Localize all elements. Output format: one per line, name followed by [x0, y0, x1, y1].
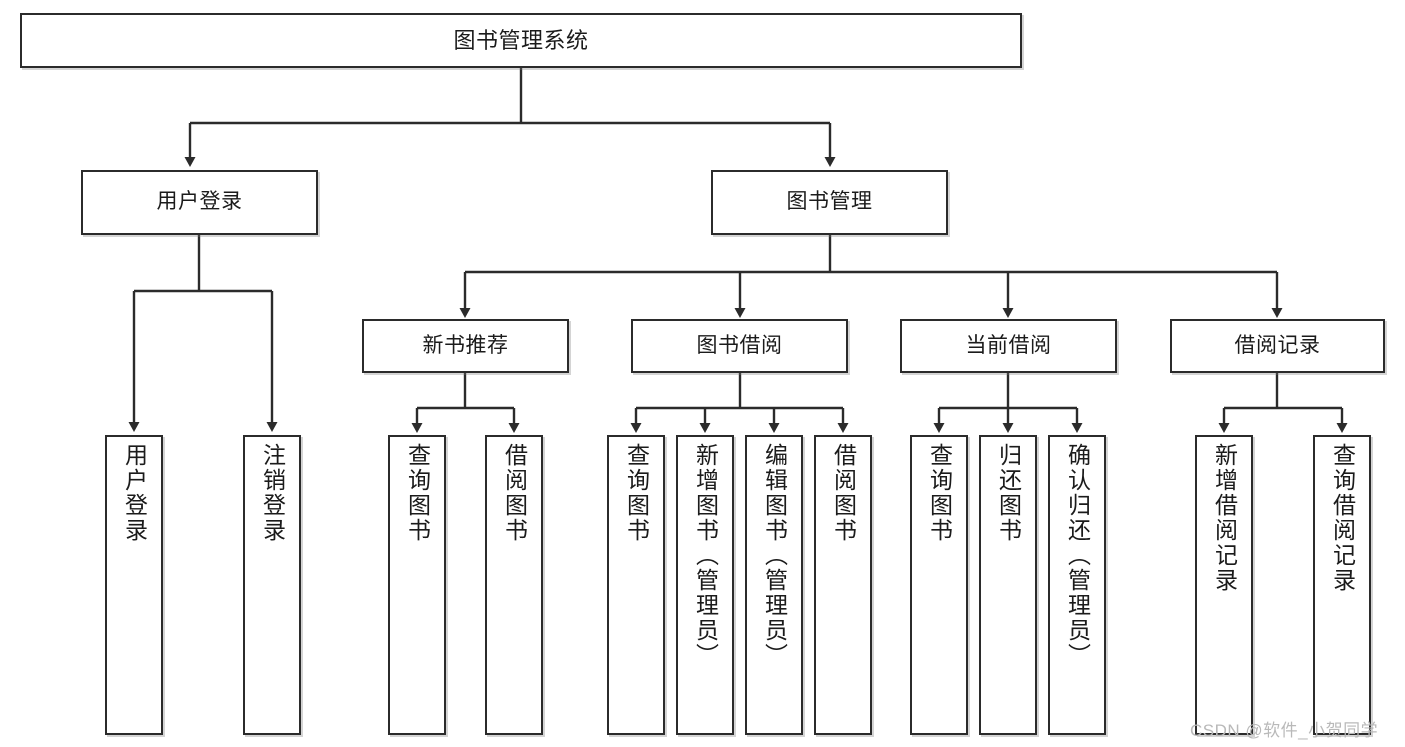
node-book-borrow-label: 图书借阅 [696, 333, 783, 357]
node-current-borrow-label: 当前借阅 [965, 333, 1052, 357]
leaf-user-login-1[interactable]: 用户登录 [105, 435, 163, 735]
node-user-login[interactable]: 用户登录 [81, 170, 318, 235]
leaf-book-borrow-2[interactable]: 新增图书（管理员） [676, 435, 734, 735]
node-new-book-recommend[interactable]: 新书推荐 [362, 319, 569, 373]
leaf-user-login-1-label: 用户登录 [121, 443, 148, 543]
leaf-current-borrow-1-label: 查询图书 [926, 443, 953, 543]
leaf-book-borrow-3-label: 编辑图书（管理员） [761, 443, 788, 668]
leaf-book-borrow-4-label: 借阅图书 [830, 443, 857, 543]
leaf-new-book-2[interactable]: 借阅图书 [485, 435, 543, 735]
leaf-book-borrow-2-label: 新增图书（管理员） [692, 443, 719, 668]
node-borrow-record[interactable]: 借阅记录 [1170, 319, 1385, 373]
leaf-borrow-record-1-label: 新增借阅记录 [1211, 443, 1238, 593]
leaf-user-login-2[interactable]: 注销登录 [243, 435, 301, 735]
node-new-book-recommend-label: 新书推荐 [422, 333, 509, 357]
leaf-current-borrow-3[interactable]: 确认归还（管理员） [1048, 435, 1106, 735]
node-current-borrow[interactable]: 当前借阅 [900, 319, 1117, 373]
leaf-book-borrow-1-label: 查询图书 [623, 443, 650, 543]
node-user-login-label: 用户登录 [156, 190, 243, 214]
leaf-book-borrow-3[interactable]: 编辑图书（管理员） [745, 435, 803, 735]
leaf-new-book-1[interactable]: 查询图书 [388, 435, 446, 735]
leaf-user-login-2-label: 注销登录 [259, 443, 286, 543]
leaf-new-book-1-label: 查询图书 [404, 443, 431, 543]
node-borrow-record-label: 借阅记录 [1234, 333, 1321, 357]
leaf-borrow-record-1[interactable]: 新增借阅记录 [1195, 435, 1253, 735]
watermark: CSDN @软件_小贺同学 [1190, 721, 1379, 740]
leaf-current-borrow-1[interactable]: 查询图书 [910, 435, 968, 735]
node-book-manage[interactable]: 图书管理 [711, 170, 948, 235]
leaf-current-borrow-3-label: 确认归还（管理员） [1064, 443, 1091, 668]
leaf-book-borrow-4[interactable]: 借阅图书 [814, 435, 872, 735]
leaf-current-borrow-2-label: 归还图书 [995, 443, 1022, 543]
leaf-current-borrow-2[interactable]: 归还图书 [979, 435, 1037, 735]
node-book-manage-label: 图书管理 [786, 190, 873, 214]
leaf-new-book-2-label: 借阅图书 [501, 443, 528, 543]
node-root-label: 图书管理系统 [453, 27, 589, 53]
leaf-book-borrow-1[interactable]: 查询图书 [607, 435, 665, 735]
node-book-borrow[interactable]: 图书借阅 [631, 319, 848, 373]
node-root[interactable]: 图书管理系统 [20, 13, 1022, 68]
leaf-borrow-record-2-label: 查询借阅记录 [1329, 443, 1356, 593]
leaf-borrow-record-2[interactable]: 查询借阅记录 [1313, 435, 1371, 735]
